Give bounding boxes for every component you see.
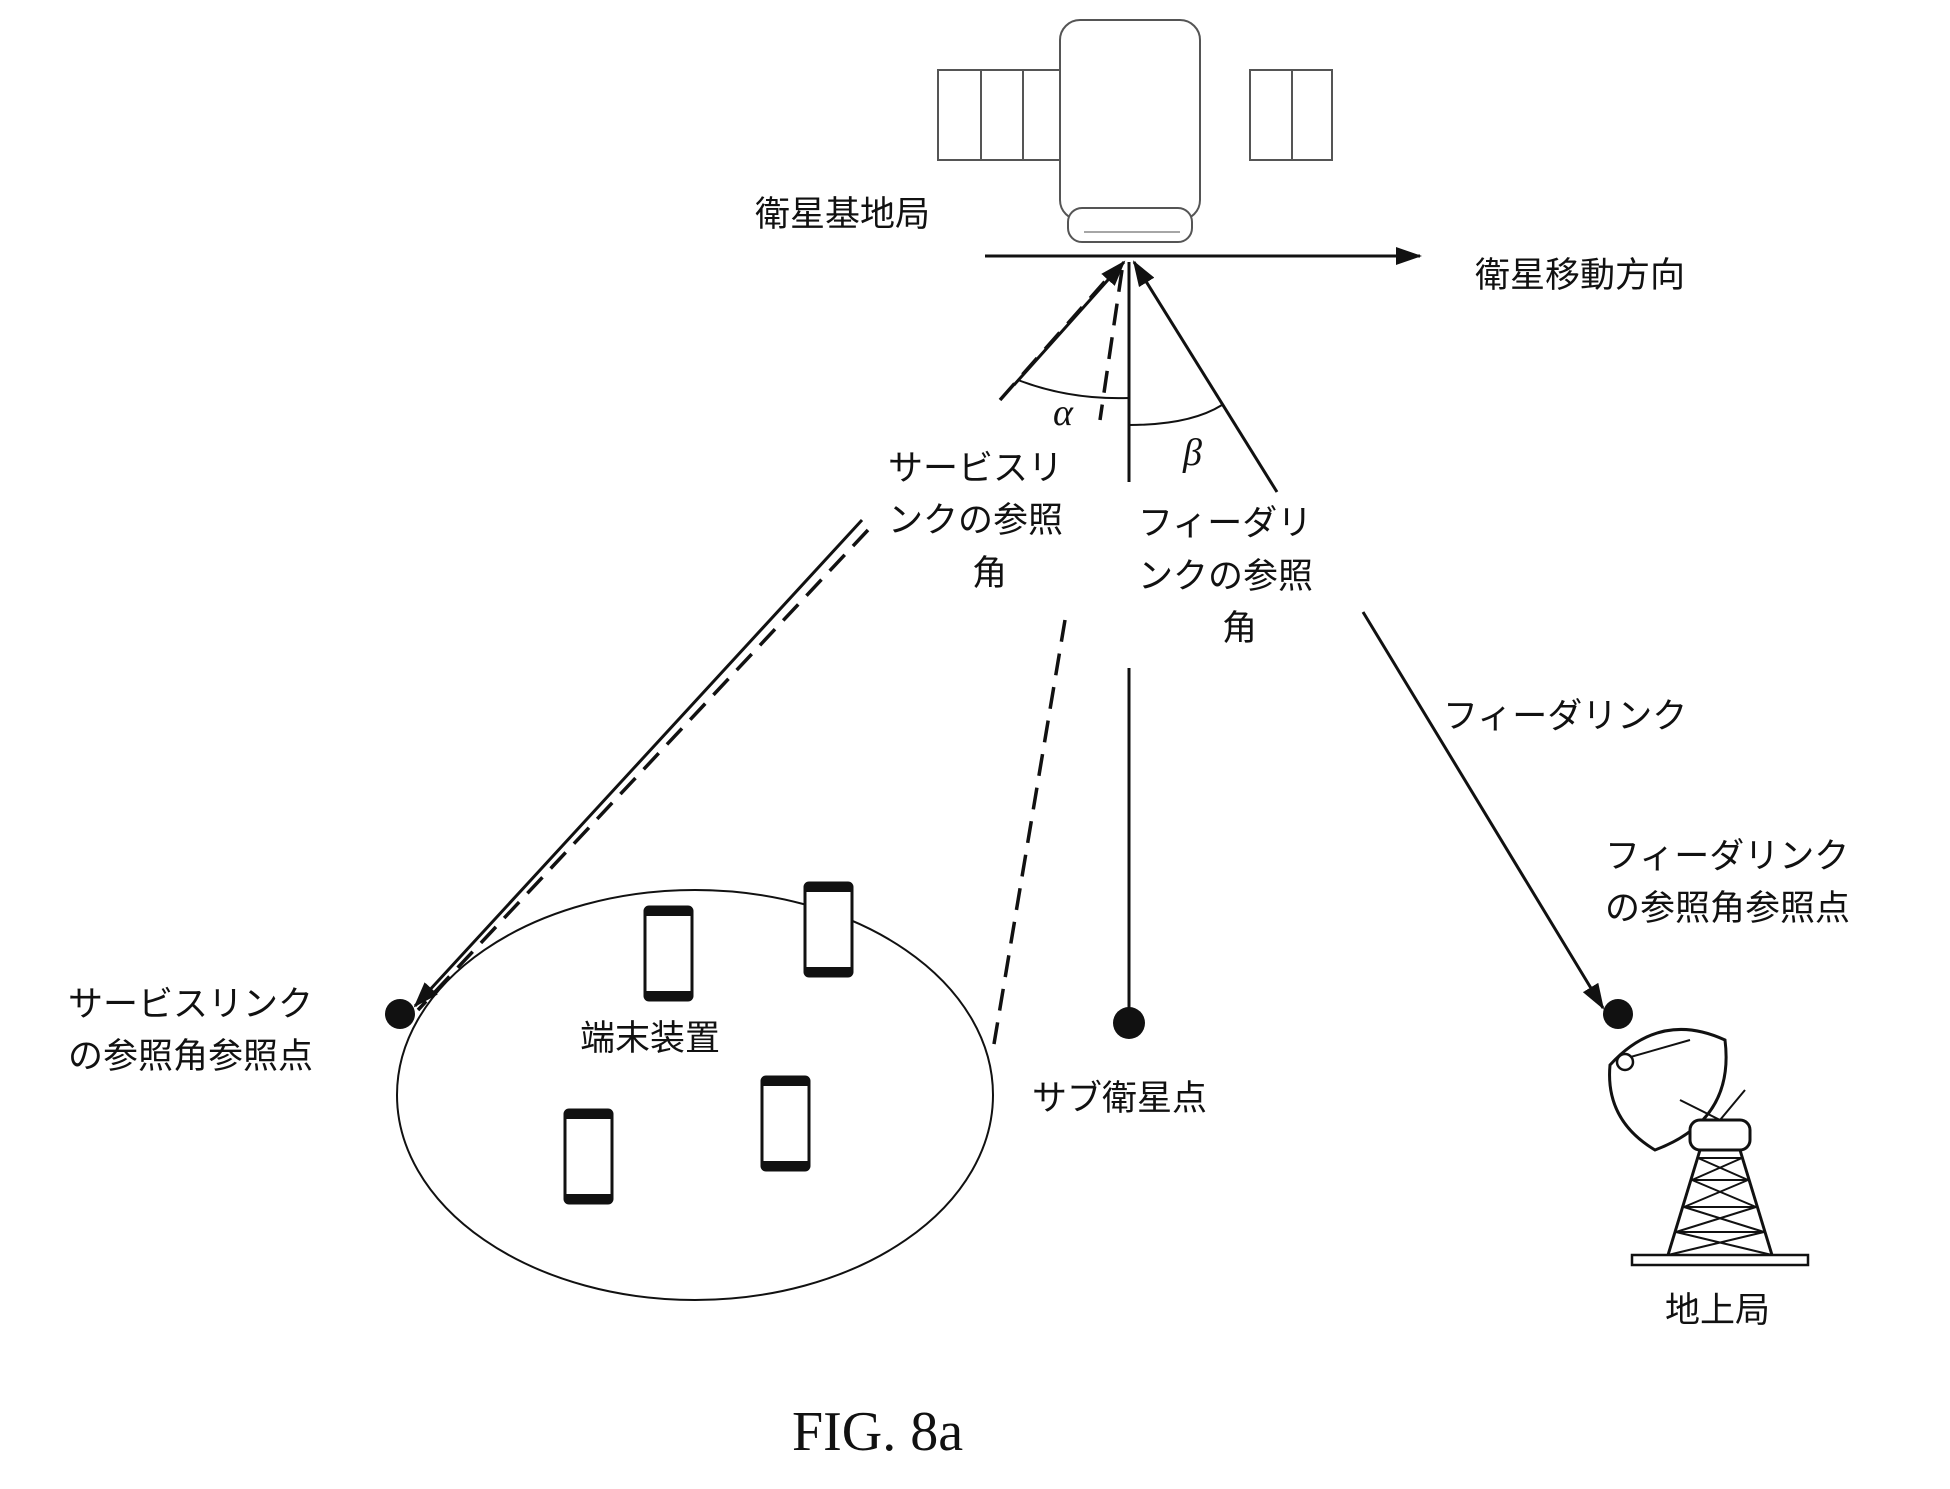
alpha-label: α: [1053, 392, 1074, 434]
feeder-link-line-upper: [1132, 260, 1279, 493]
ground-station-antenna-icon: [1608, 1027, 1810, 1267]
service-link-ref-angle-label-2: ンクの参照: [888, 501, 1063, 541]
service-link-ref-point-label-1: サービスリンク: [68, 985, 313, 1025]
feeder-link-ref-angle-label-1: フィーダリ: [1138, 504, 1312, 544]
service-link-ref-point-label-2: の参照角参照点: [68, 1037, 313, 1077]
service-beam-dashed-right-upper: [1098, 269, 1124, 421]
feeder-link-ref-point-label-2: の参照角参照点: [1605, 889, 1850, 929]
service-coverage-ellipse: [396, 889, 994, 1301]
terminal-device-label: 端末装置: [580, 1019, 720, 1059]
phone-icon: [803, 881, 854, 978]
alpha-angle-arc: [1017, 379, 1130, 400]
ground-station-label: 地上局: [1665, 1291, 1770, 1331]
satellite-moving-direction-label: 衛星移動方向: [1475, 256, 1685, 296]
service-link-ref-point-dot: [385, 999, 415, 1029]
satellite-base-station-label: 衛星基地局: [755, 195, 930, 235]
satellite-icon: [937, 19, 1333, 243]
feeder-link-ref-angle-label-2: ンクの参照: [1138, 557, 1313, 597]
feeder-link-label: フィーダリンク: [1443, 697, 1687, 737]
service-link-ref-angle-label-1: サービスリ: [888, 449, 1063, 489]
phone-icon: [643, 905, 694, 1002]
feeder-link-ref-angle-label-3: 角: [1222, 609, 1257, 649]
service-beam-dashed-left-lower: [416, 528, 870, 1012]
service-beam-dashed-left-upper: [998, 268, 1117, 402]
service-beam-dashed-right-lower: [991, 619, 1067, 1051]
beta-angle-arc: [1128, 404, 1223, 426]
service-link-ref-angle-label-3: 角: [972, 554, 1007, 594]
beta-label: β: [1182, 432, 1202, 474]
phone-icon: [563, 1108, 614, 1205]
sub-satellite-point-dot: [1113, 1007, 1145, 1039]
service-link-line-lower: [413, 518, 864, 1008]
feeder-link-ref-point-dot: [1603, 999, 1633, 1029]
feeder-link-line-lower: [1361, 611, 1605, 1010]
phone-icon: [760, 1075, 811, 1172]
sub-satellite-point-label: サブ衛星点: [1032, 1079, 1207, 1119]
feeder-link-ref-point-label-1: フィーダリンク: [1605, 837, 1849, 877]
figure-caption: FIG. 8a: [792, 1401, 963, 1463]
